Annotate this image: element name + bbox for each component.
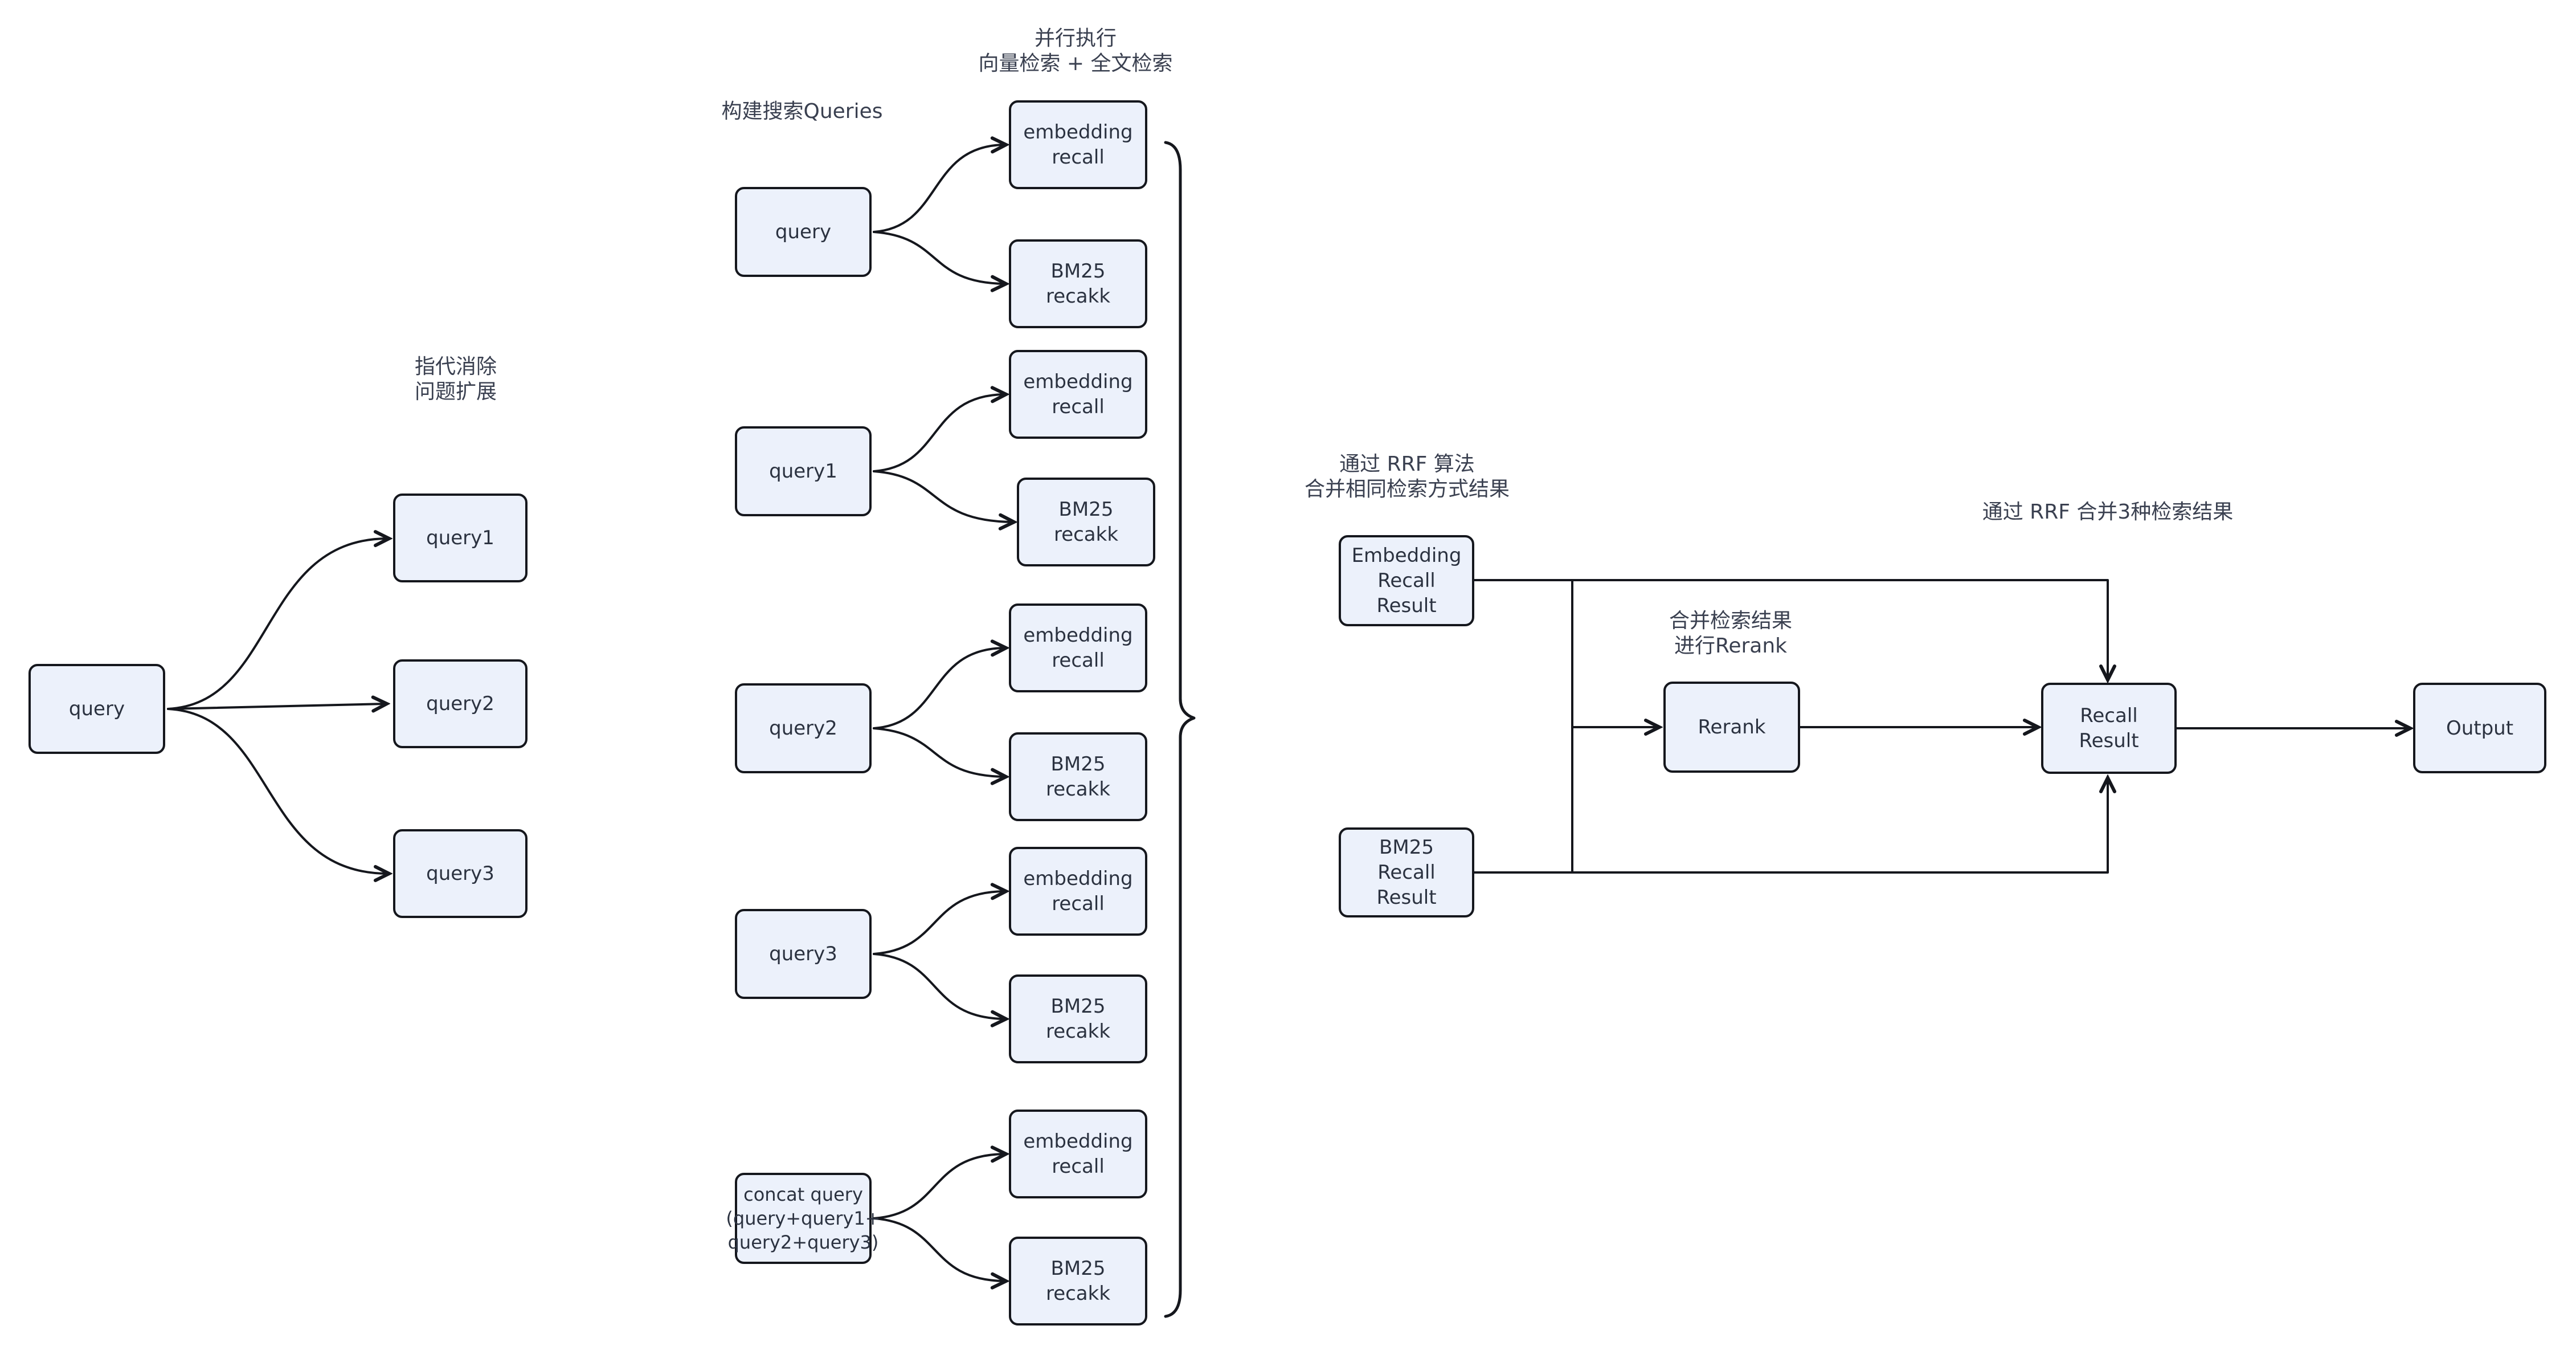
- node-query3[interactable]: query3: [393, 829, 528, 918]
- line-bm25-result-to-recall-result: [1473, 780, 2108, 874]
- node-bm25-recall-3[interactable]: BM25 recakk: [1009, 732, 1147, 821]
- node-bm25-recall-5[interactable]: BM25 recakk: [1009, 1237, 1147, 1326]
- node-mid-query[interactable]: query: [735, 187, 872, 277]
- node-query1[interactable]: query1: [393, 494, 528, 582]
- arrow-midquery2-to-embedding3: [873, 648, 1004, 729]
- label-coref-expand: 指代消除 问题扩展: [414, 355, 497, 403]
- node-mid-query3[interactable]: query3: [735, 909, 872, 999]
- arrow-concat-to-embedding5: [873, 1154, 1004, 1220]
- node-query2[interactable]: query2: [393, 659, 528, 748]
- label-rrf-merge-three: 通过 RRF 合并3种检索结果: [1982, 500, 2234, 524]
- arrow-midquery3-to-embedding4: [873, 891, 1004, 955]
- node-bm25-recall-2[interactable]: BM25 recakk: [1017, 478, 1155, 566]
- node-query[interactable]: query: [28, 664, 165, 754]
- label-build-queries: 构建搜索Queries: [721, 100, 883, 123]
- node-mid-query2[interactable]: query2: [735, 683, 872, 773]
- label-parallel-exec: 并行执行 向量检索 + 全文检索: [978, 27, 1173, 75]
- node-bm25-recall-result[interactable]: BM25 Recall Result: [1339, 827, 1474, 917]
- arrow-query-to-query3: [167, 708, 387, 874]
- arrow-midquery2-to-bm25-3: [873, 727, 1004, 777]
- node-embedding-recall-4[interactable]: embedding recall: [1009, 847, 1147, 936]
- arrow-concat-to-bm25-5: [873, 1217, 1004, 1281]
- node-embedding-recall-5[interactable]: embedding recall: [1009, 1110, 1147, 1198]
- node-embedding-recall-result[interactable]: Embedding Recall Result: [1339, 535, 1474, 626]
- arrow-midquery1-to-bm25-2: [873, 470, 1012, 522]
- node-embedding-recall-3[interactable]: embedding recall: [1009, 603, 1147, 692]
- arrow-midquery3-to-bm25-4: [873, 953, 1004, 1019]
- node-embedding-recall-2[interactable]: embedding recall: [1009, 350, 1147, 439]
- label-rrf-same-method: 通过 RRF 算法 合并相同检索方式结果: [1304, 452, 1510, 501]
- node-bm25-recall-1[interactable]: BM25 recakk: [1009, 239, 1147, 328]
- node-embedding-recall-1[interactable]: embedding recall: [1009, 100, 1147, 189]
- node-rerank[interactable]: Rerank: [1663, 682, 1800, 773]
- label-merge-rerank: 合并检索结果 进行Rerank: [1669, 609, 1793, 658]
- arrow-midquery-to-embedding1: [873, 145, 1004, 233]
- arrow-midquery1-to-embedding2: [873, 394, 1004, 472]
- line-embedding-result-to-recall-result: [1473, 579, 2108, 678]
- node-bm25-recall-4[interactable]: BM25 recakk: [1009, 974, 1147, 1063]
- node-output[interactable]: Output: [2413, 683, 2546, 773]
- node-recall-result[interactable]: Recall Result: [2041, 683, 2177, 774]
- node-mid-query1[interactable]: query1: [735, 426, 872, 516]
- curly-brace: [1164, 141, 1196, 1318]
- arrow-query-to-query1: [167, 539, 387, 710]
- arrow-query-to-query2: [167, 704, 385, 709]
- node-concat-query[interactable]: concat query (query+query1+ query2+query…: [726, 1173, 881, 1264]
- arrow-midquery-to-bm25-1: [873, 231, 1004, 284]
